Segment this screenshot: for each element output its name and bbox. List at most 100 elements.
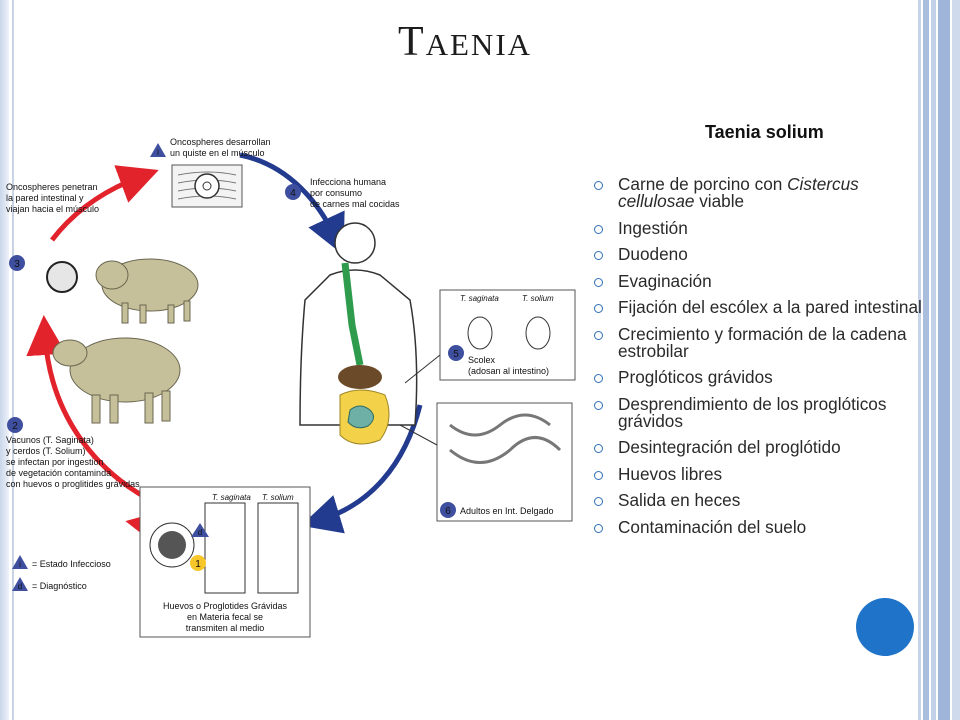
eggs-label-line-3: transmiten al medio — [186, 623, 265, 633]
step-text: Proglóticos grávidos — [618, 367, 773, 387]
label-cattle-line-3: se infectan por ingestion — [6, 457, 104, 467]
arrow-cyst-to-muscle — [50, 165, 159, 242]
lifecycle-steps-list: Carne de porcino con Cistercus cellulosa… — [594, 174, 939, 545]
label-cattle-line-5: con huevos o proglitides grávidas — [6, 479, 140, 489]
step-text: Huevos libres — [618, 463, 723, 484]
lifecycle-step: Ingestión — [594, 217, 939, 238]
eggs-label-line-1: Huevos o Proglotides Grávidas — [163, 601, 288, 611]
lifecycle-step: Proglóticos grávidos — [594, 367, 939, 387]
bullet-ring-icon — [594, 304, 603, 313]
legend-infective-label: = Estado Infeccioso — [32, 559, 111, 569]
lifecycle-step: Contaminación del suelo — [594, 516, 939, 537]
label-cattle-line-4: de vegetación contaminda — [6, 468, 111, 478]
eggs-label-line-2: en Materia fecal se — [187, 612, 263, 622]
lifecycle-step: Desprendimiento de los proglóticos grávi… — [594, 393, 939, 431]
bullet-ring-icon — [594, 470, 603, 480]
scolex-label-saginata: T. saginata — [460, 294, 499, 303]
bullet-ring-icon — [594, 330, 603, 340]
lifecycle-step: Huevos libres — [594, 463, 939, 484]
bullet-ring-icon — [594, 497, 603, 506]
label-top-line-2: un quiste en el músculo — [170, 148, 265, 158]
step-text: Ingestión — [618, 217, 688, 238]
label-cattle-line-2: y cerdos (T. Solium) — [6, 446, 86, 456]
bullet-ring-icon — [594, 277, 603, 287]
eggs-label-solium: T. solium — [262, 493, 294, 502]
legend-diagnostic-label: = Diagnóstico — [32, 581, 87, 591]
bullet-ring-icon — [594, 374, 603, 383]
infective-marker-top: i — [150, 143, 166, 157]
title-first-letter: T — [397, 19, 426, 65]
step-badge-6: 6 — [440, 502, 456, 518]
lifecycle-diagram: 1 2 3 4 5 6 i d i d Oncospheres desarrol… — [6, 137, 576, 638]
slide-right-border — [916, 0, 960, 720]
step-text: viable — [694, 191, 745, 211]
legend-infective-icon: i — [12, 555, 28, 569]
adults-box — [436, 402, 573, 522]
step-text: Duodeno — [618, 244, 688, 264]
lifecycle-step: Fijación del escólex a la pared intestin… — [594, 297, 939, 317]
step-text: Evaginación — [618, 270, 712, 291]
cattle-illustration — [52, 337, 181, 424]
muscle-cyst-illustration — [171, 164, 243, 208]
step-badge-5: 5 — [448, 345, 464, 361]
bullet-ring-icon — [594, 444, 603, 453]
decorative-blue-circle — [856, 598, 914, 656]
arrow-muscle-to-human — [239, 152, 345, 256]
scolex-label-line-2: (adosan al intestino) — [468, 366, 549, 376]
label-onco-line-2: la pared intestinal y — [6, 193, 84, 203]
step-badge-2: 2 — [7, 417, 23, 433]
bullet-ring-icon — [594, 523, 603, 533]
step-text: Cistercus cellulosae — [618, 174, 859, 211]
step-number-6: 6 — [445, 506, 451, 517]
cysticercus-ball — [46, 261, 78, 293]
diagnostic-marker-letter: d — [198, 528, 202, 537]
adults-label: Adultos en Int. Delgado — [460, 506, 554, 516]
lifecycle-step: Salida en heces — [594, 490, 939, 510]
human-illustration — [299, 222, 418, 445]
bullet-ring-icon — [594, 224, 603, 234]
label-top-line-1: Oncospheres desarrollan — [170, 137, 271, 147]
bullet-ring-icon — [594, 181, 603, 190]
slide-title: TAENIA — [0, 18, 930, 66]
eggs-box — [139, 486, 311, 638]
scolex-label-solium: T. solium — [522, 294, 554, 303]
bullet-ring-icon — [594, 251, 603, 260]
lifecycle-step: Evaginación — [594, 270, 939, 291]
label-onco-line-1: Oncospheres penetran — [6, 182, 98, 192]
step-text: Salida en heces — [618, 490, 741, 510]
label-human-line-2: por consumo — [310, 188, 362, 198]
legend-diagnostic-icon: d — [12, 577, 28, 591]
legend-diagnostic-letter: d — [18, 582, 22, 591]
infective-marker-letter: i — [157, 148, 159, 157]
scolex-pointer — [404, 354, 441, 384]
step-badge-4: 4 — [285, 184, 301, 200]
slide-subtitle: Taenia solium — [705, 122, 824, 142]
label-human-line-1: Infecciona humana — [310, 177, 386, 187]
step-text: Fijación del escólex a la pared intestin… — [618, 297, 922, 317]
scolex-box — [439, 289, 576, 381]
scolex-label-line-1: Scolex — [468, 355, 496, 365]
step-text: Desprendimiento de los proglóticos grávi… — [618, 393, 887, 431]
pig-illustration — [95, 258, 199, 324]
arrow-cattle-to-cyst — [26, 315, 152, 503]
label-human-line-3: de carnes mal cocidas — [310, 199, 400, 209]
step-text: Carne de porcino con — [618, 174, 788, 194]
slide-left-edge — [0, 0, 9, 720]
step-number-4: 4 — [290, 188, 296, 199]
step-text: Crecimiento y formación de la cadena est… — [618, 323, 907, 361]
lifecycle-step: Duodeno — [594, 244, 939, 264]
step-number-1: 1 — [195, 559, 201, 570]
lifecycle-step: Carne de porcino con Cistercus cellulosa… — [594, 174, 939, 211]
lifecycle-step: Desintegración del proglótido — [594, 437, 939, 457]
eggs-label-saginata: T. saginata — [212, 493, 251, 502]
step-text: Desintegración del proglótido — [618, 437, 841, 457]
label-cattle-line-1: Vacunos (T. Saginata) — [6, 435, 94, 445]
lifecycle-step: Crecimiento y formación de la cadena est… — [594, 323, 939, 361]
diagnostic-marker-eggs: d — [191, 523, 209, 537]
title-rest: AENIA — [425, 27, 533, 62]
step-number-3: 3 — [14, 259, 20, 270]
step-text: Contaminación del suelo — [618, 516, 807, 537]
step-number-5: 5 — [453, 349, 459, 360]
step-badge-3: 3 — [9, 255, 25, 271]
slide-left-edge-line — [12, 0, 14, 720]
